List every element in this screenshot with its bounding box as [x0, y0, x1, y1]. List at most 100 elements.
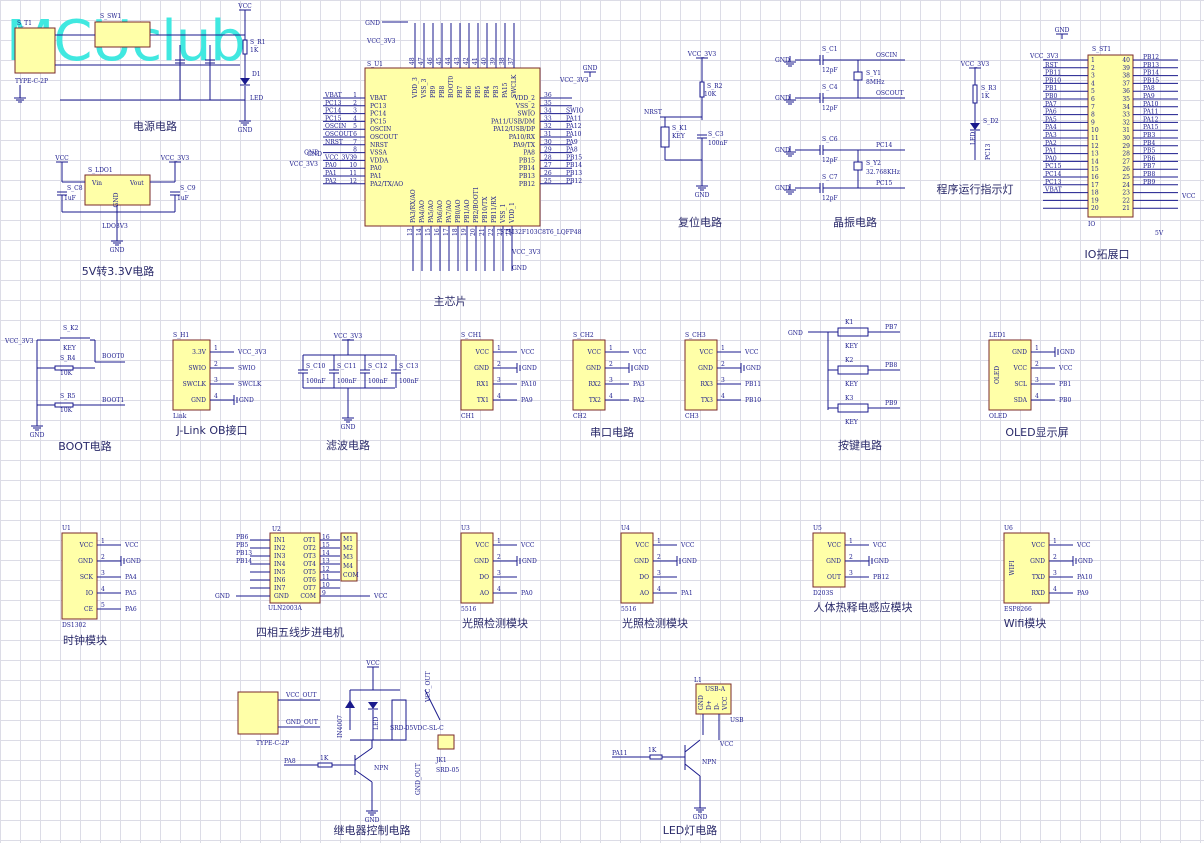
gnd-symbol [14, 92, 26, 103]
gnd-label: GND [365, 817, 380, 824]
pin-number: 22 [488, 228, 495, 236]
pin-name: RX3 [700, 381, 713, 388]
pin-name: NRST [370, 142, 388, 149]
part-ref: TYPE-C-2P [256, 740, 289, 747]
net-label: GND [307, 151, 322, 158]
pin-number: 4 [214, 393, 218, 400]
net-label: VCC [1076, 542, 1091, 549]
pin-number: 1 [214, 345, 218, 352]
pin-number: 4 [497, 393, 501, 400]
value: 12pF [822, 67, 838, 74]
designator: L1 [694, 677, 702, 684]
module-ref: Link [173, 413, 187, 420]
pin-name: PA5/AO [428, 200, 435, 223]
pin-name: IN7 [274, 585, 286, 592]
net-label: PB7 [885, 324, 897, 331]
designator: S_R5 [60, 393, 76, 400]
pin-name: D+ [706, 700, 713, 710]
net-label: GND [522, 365, 537, 372]
pin-name: PB9 [430, 86, 437, 98]
pin-number: 2 [101, 554, 105, 561]
net-label: PA15 [1143, 124, 1159, 131]
key-K2 [837, 365, 869, 375]
pin-number: 39 [490, 57, 497, 65]
pin-number: 3 [721, 377, 725, 384]
value: 100nF [368, 378, 387, 385]
pin-number: 40 [481, 57, 488, 65]
pin-number: 24 [1122, 182, 1130, 189]
module-designator: U4 [621, 525, 630, 532]
pin-number: 2 [849, 554, 853, 561]
pin-number: 26 [1122, 166, 1130, 173]
pin-name: PA15 [502, 82, 509, 98]
resistor-r1 [242, 39, 248, 55]
value: 100nF [306, 378, 325, 385]
net-label: VCC_3V3 [4, 338, 34, 345]
power-label: VCC [54, 155, 69, 162]
pin-name: PA1 [370, 173, 382, 180]
designator: S_R2 [707, 83, 723, 90]
pin-name: VBAT [369, 95, 387, 102]
pin-name: VCC [634, 542, 649, 549]
pin-number: 1 [1053, 538, 1057, 545]
pin-name: IN3 [274, 553, 286, 560]
pin-name: IO [86, 590, 93, 597]
pin-name: PB8 [439, 86, 446, 98]
pin-number: 4 [1053, 586, 1057, 593]
module-designator: S_H1 [173, 332, 189, 339]
relay-base-resistor [317, 762, 333, 768]
net-label: VCC [124, 542, 139, 549]
pin-number: 40 [1122, 57, 1130, 64]
pin-number: 2 [609, 361, 613, 368]
designator: S_C10 [306, 363, 326, 370]
value: 1uF [177, 195, 189, 202]
uart-ch1-body [460, 339, 494, 411]
pin-number: 7 [353, 139, 357, 146]
pin-name: VDD_3 [412, 77, 419, 99]
gnd-symbol: GND [30, 420, 45, 439]
section-title-relay: 继电器控制电路 [334, 823, 411, 837]
net-label: PB12 [566, 178, 582, 185]
relay-terminal-block [437, 734, 455, 750]
net-label: PA4 [1045, 124, 1057, 131]
pin-name: TX1 [477, 397, 489, 404]
net-label: VCC [632, 349, 647, 356]
net-label: PB14 [236, 558, 252, 565]
pin-name: PA11/USB/DM [491, 118, 535, 125]
pin-number: 28 [1122, 151, 1130, 158]
pin-number: 4 [497, 586, 501, 593]
pin-name: VCC [722, 696, 729, 711]
value: KEY [672, 133, 686, 140]
pir-sensor-body [812, 532, 846, 588]
part-ref: SRD-05VDC-SL-C [390, 725, 444, 732]
section-title-crystal: 晶振电路 [833, 215, 877, 229]
pir-title: 人体热释电感应模块 [814, 600, 913, 614]
part-ref: TYPE-C-2P [15, 78, 48, 85]
pin-name: TX3 [701, 397, 713, 404]
pin-number: 13 [322, 558, 330, 565]
value: LED [250, 95, 263, 102]
pin-number: 2 [721, 361, 725, 368]
pin-name: GND [586, 365, 601, 372]
capacitor [329, 369, 339, 374]
boot-circuit: VCC_3V3S_K2KEYBOOT0S_R410KS_R510KBOOT1GN… [4, 325, 125, 453]
value: 10K [704, 91, 717, 98]
pin-number: 16 [322, 534, 330, 541]
net-label: PB0 [1059, 397, 1071, 404]
pin-number: 11 [349, 170, 357, 177]
module-designator: S_CH3 [685, 332, 706, 339]
gnd-symbol: GND [365, 805, 380, 824]
power-symbol: VCC_3V3 [687, 51, 716, 63]
designator: S_C9 [180, 185, 196, 192]
capacitor [697, 134, 707, 139]
net-label: PA0 [325, 162, 337, 169]
pin-name: GND [1012, 349, 1027, 356]
pin-number: 48 [409, 57, 416, 65]
pin-name: RX1 [476, 381, 489, 388]
pin-name: TX2 [589, 397, 601, 404]
pin-name: OT3 [303, 553, 316, 560]
gnd-symbol: GND [110, 235, 125, 254]
